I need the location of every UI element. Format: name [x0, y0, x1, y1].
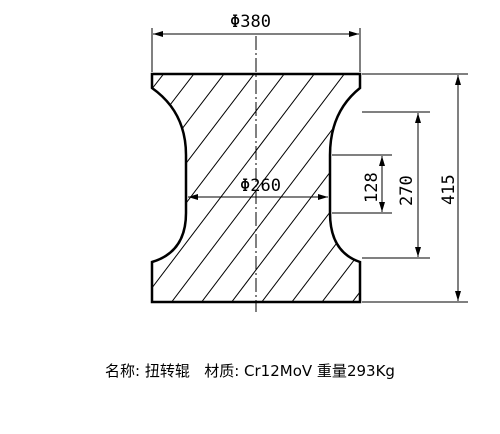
section-hatching [152, 74, 360, 302]
middle-height-dimension [362, 111, 430, 259]
material-label: 材质: [204, 362, 245, 380]
inner-height-dimension [332, 154, 392, 214]
weight-label: 重量 [316, 362, 347, 380]
material-value: Cr12MoV [244, 362, 313, 380]
weight-value: 293Kg [346, 362, 395, 380]
part-caption: 名称: 扭转辊 材质: Cr12MoV 重量293Kg [0, 360, 500, 381]
top-diameter-label: Φ380 [230, 12, 271, 32]
total-height-dimension [362, 73, 468, 303]
name-label: 名称: [105, 362, 145, 380]
name-value: 扭转辊 [144, 362, 190, 380]
top-diameter-dimension [151, 28, 361, 72]
inner-height-label: 128 [362, 172, 382, 203]
total-height-label: 415 [439, 174, 459, 205]
neck-diameter-label: Φ260 [240, 176, 281, 196]
middle-height-label: 270 [397, 175, 417, 206]
